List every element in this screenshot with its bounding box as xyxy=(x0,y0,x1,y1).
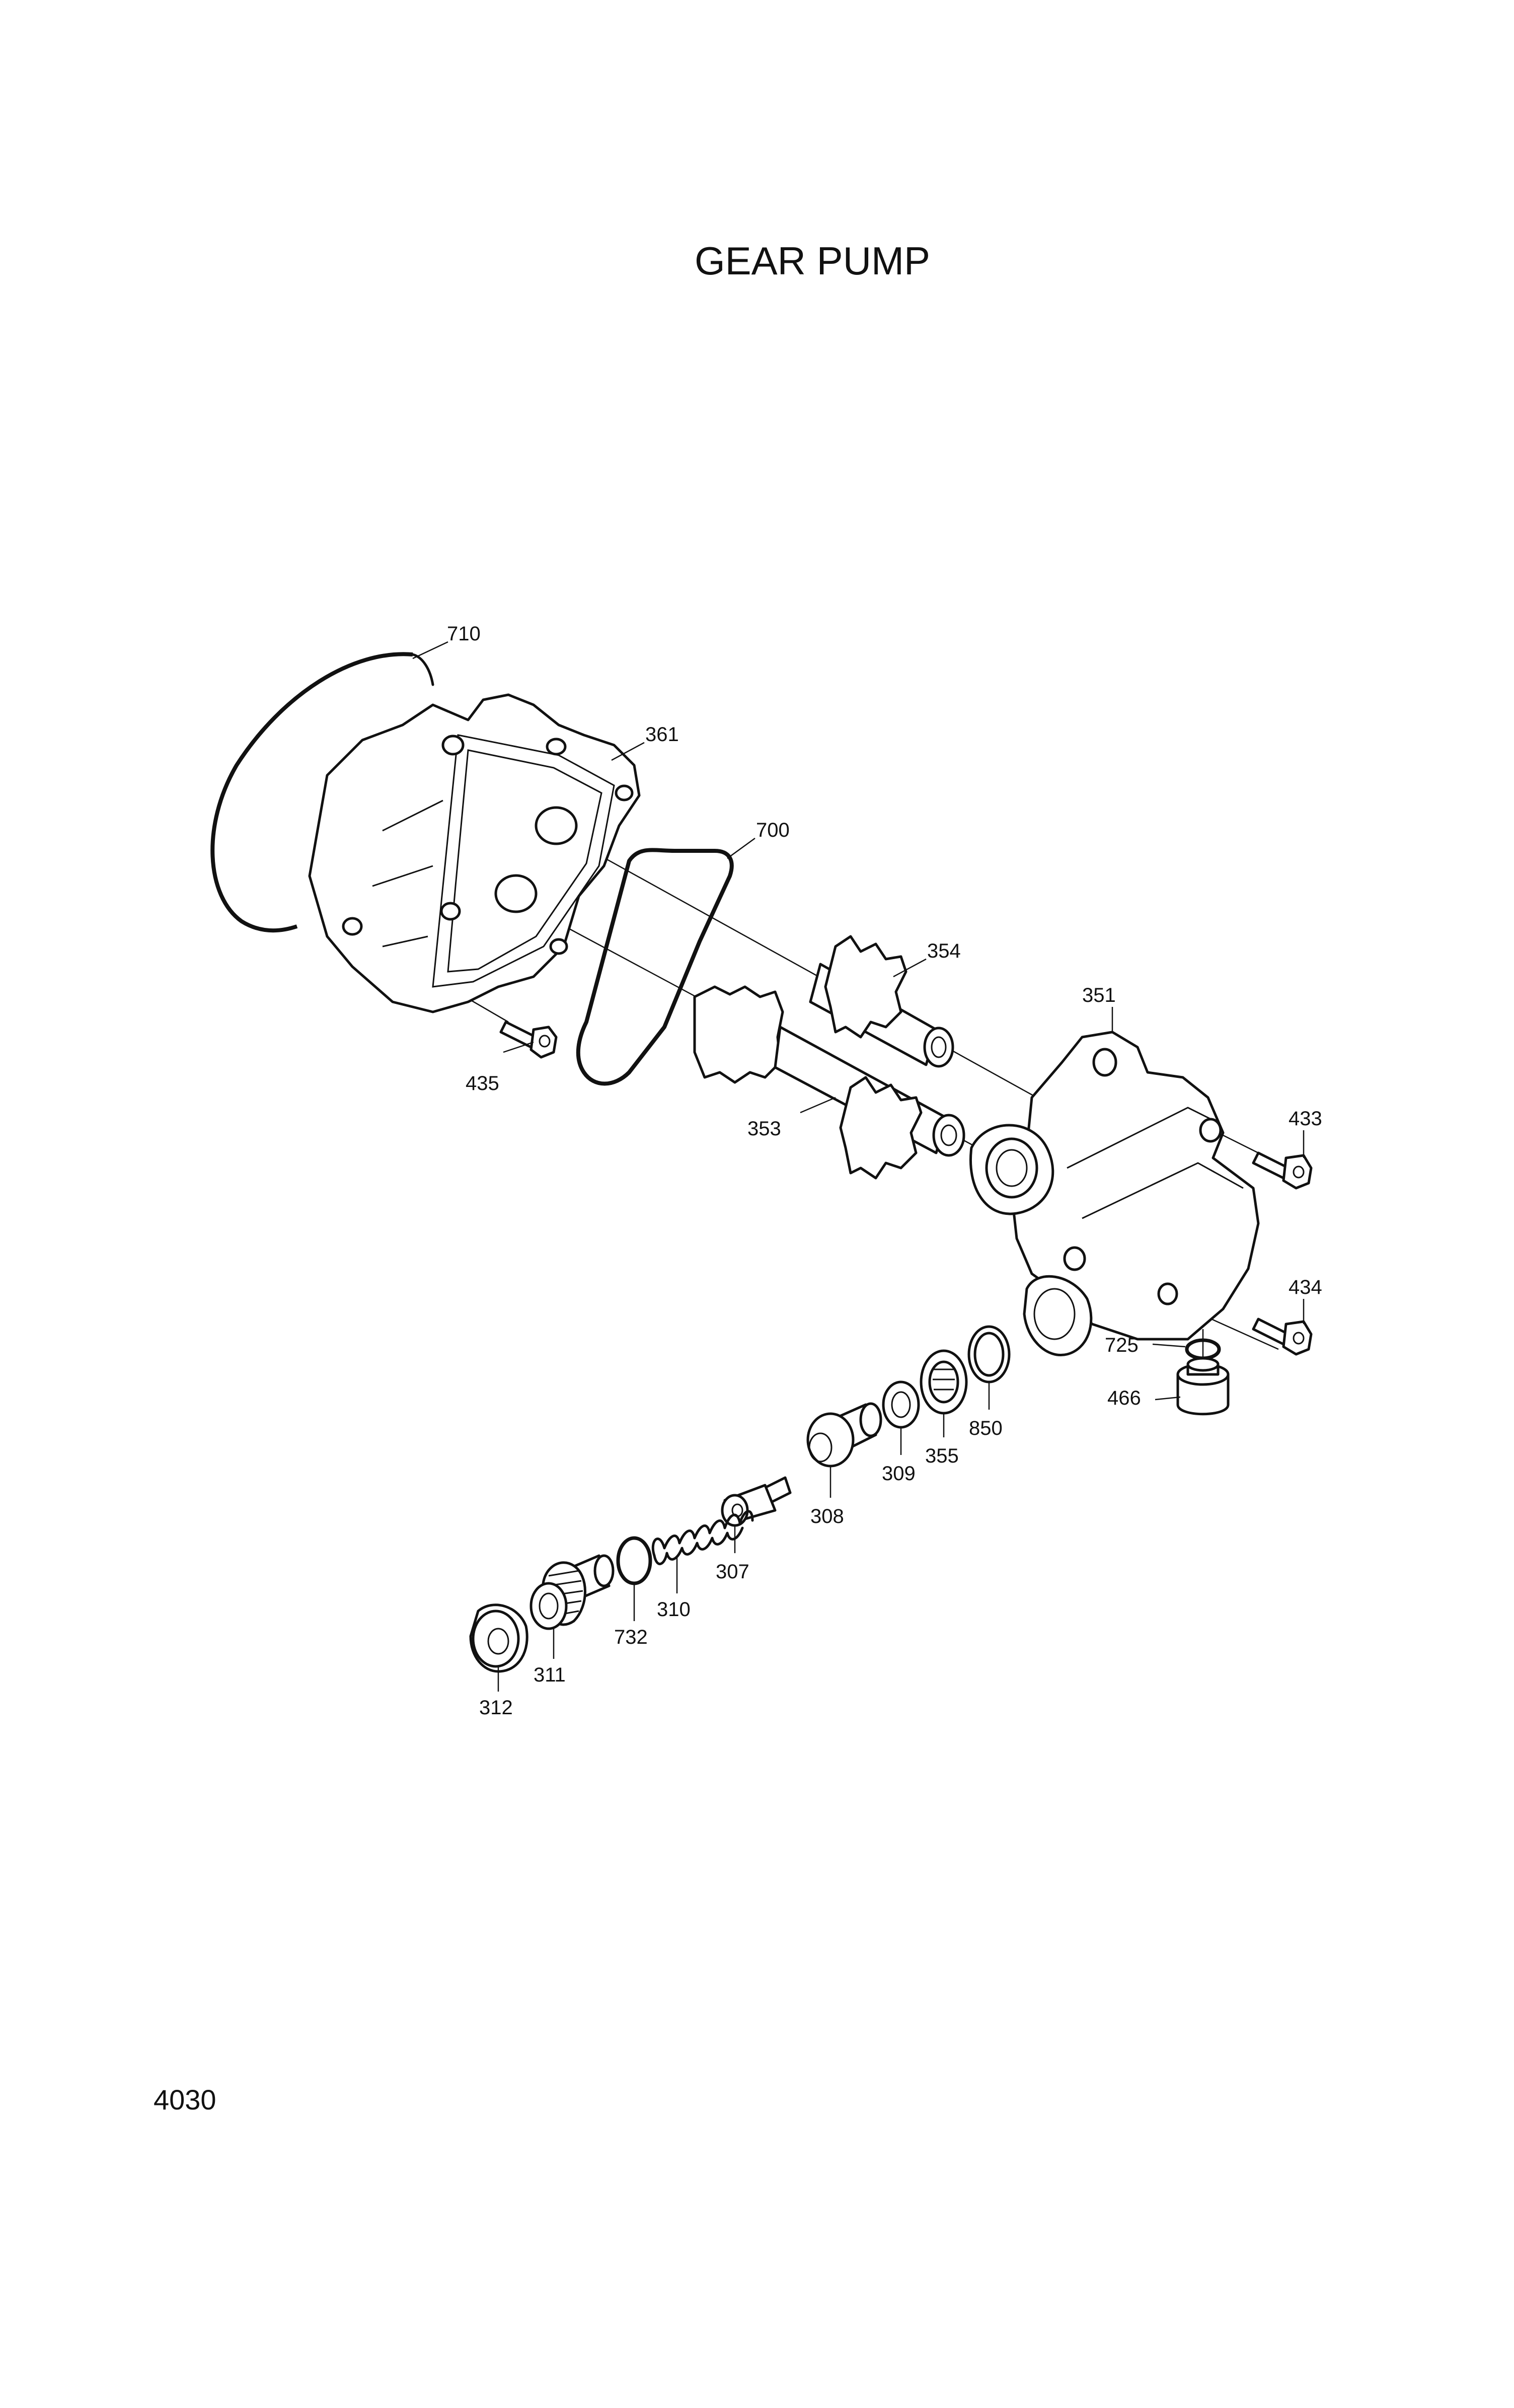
callout-353: 353 xyxy=(747,1118,781,1140)
part-700-gasket xyxy=(576,848,734,1086)
part-732-o-ring xyxy=(616,1536,652,1585)
part-710-o-ring xyxy=(210,652,434,933)
part-850-ring xyxy=(967,1325,1011,1383)
callout-466: 466 xyxy=(1107,1387,1141,1409)
callout-700: 700 xyxy=(756,819,790,841)
callout-308: 308 xyxy=(810,1505,844,1527)
part-310-spring xyxy=(651,1510,754,1565)
callout-310: 310 xyxy=(657,1598,691,1621)
page-number: 4030 xyxy=(154,2084,216,2115)
part-353-drive-shaft xyxy=(693,985,965,1180)
diagram-title: GEAR PUMP xyxy=(695,239,930,283)
callout-351: 351 xyxy=(1082,984,1116,1006)
callout-361: 361 xyxy=(645,723,679,746)
callout-355: 355 xyxy=(925,1445,959,1467)
part-309-washer xyxy=(882,1380,920,1429)
part-355-bearing xyxy=(920,1349,968,1415)
part-308-valve-seat xyxy=(806,1402,882,1468)
callout-433: 433 xyxy=(1289,1108,1322,1130)
callout-732: 732 xyxy=(614,1626,648,1648)
callout-labels: 710 361 700 354 351 435 353 433 434 725 … xyxy=(447,623,1322,1719)
part-351-pump-body xyxy=(969,1031,1260,1356)
callout-309: 309 xyxy=(882,1463,916,1485)
callout-354: 354 xyxy=(927,940,961,962)
callout-312: 312 xyxy=(479,1697,513,1719)
part-435-bolt xyxy=(499,1020,558,1059)
part-354-driven-gear xyxy=(809,935,954,1068)
callout-leaders xyxy=(412,641,1305,1692)
part-433-bolt xyxy=(1252,1151,1313,1190)
callout-710: 710 xyxy=(447,623,481,645)
part-307-poppet xyxy=(721,1476,792,1527)
part-311-adjusting-plug xyxy=(529,1554,615,1630)
callout-725: 725 xyxy=(1105,1334,1139,1356)
callout-434: 434 xyxy=(1289,1276,1322,1298)
part-312-lock-nut xyxy=(469,1603,528,1673)
part-361-pump-cover xyxy=(308,693,641,1013)
part-434-bolt xyxy=(1252,1318,1313,1356)
callout-435: 435 xyxy=(466,1072,499,1094)
callout-311: 311 xyxy=(534,1664,566,1686)
part-466-plug xyxy=(1176,1357,1230,1416)
callout-307: 307 xyxy=(716,1561,749,1583)
callout-850: 850 xyxy=(969,1417,1003,1439)
